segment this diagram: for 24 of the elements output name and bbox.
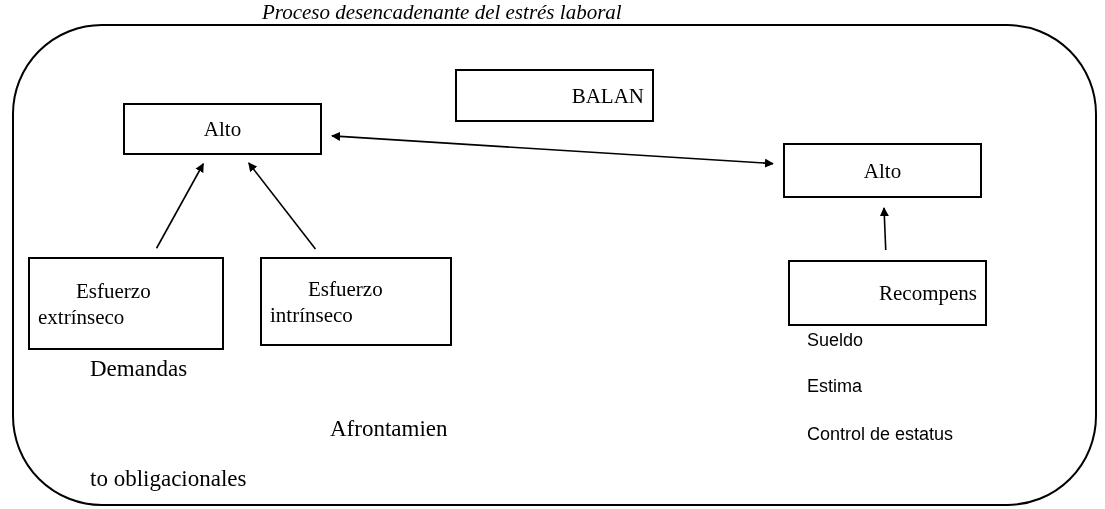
text-label: Afrontamien [330,416,448,442]
arrow [331,131,774,168]
process-box [788,260,987,326]
text-label: Estima [807,376,862,397]
arrow [247,162,317,250]
text-label: to obligacionales [90,466,247,492]
box-label: BALAN [571,82,644,109]
box-label: Esfuerzo extrínseco [38,277,152,330]
diagram-title: Proceso desencadenante del estrés laboral [262,0,622,24]
box-label: Esfuerzo intrínseco [270,275,384,328]
process-box [783,143,982,198]
process-box [28,257,224,350]
rounded-frame [12,24,1097,506]
text-label: Sueldo [807,330,864,351]
box-label: Alto [203,116,242,142]
box-label: Alto [863,157,902,184]
process-box [260,257,452,346]
process-box [455,69,654,122]
process-box [123,103,322,155]
arrow [155,162,205,250]
text-label: Control de estatus [807,424,954,445]
arrow [879,207,889,251]
text-label: Demandas [90,356,188,382]
box-label: Recompens [879,280,977,306]
